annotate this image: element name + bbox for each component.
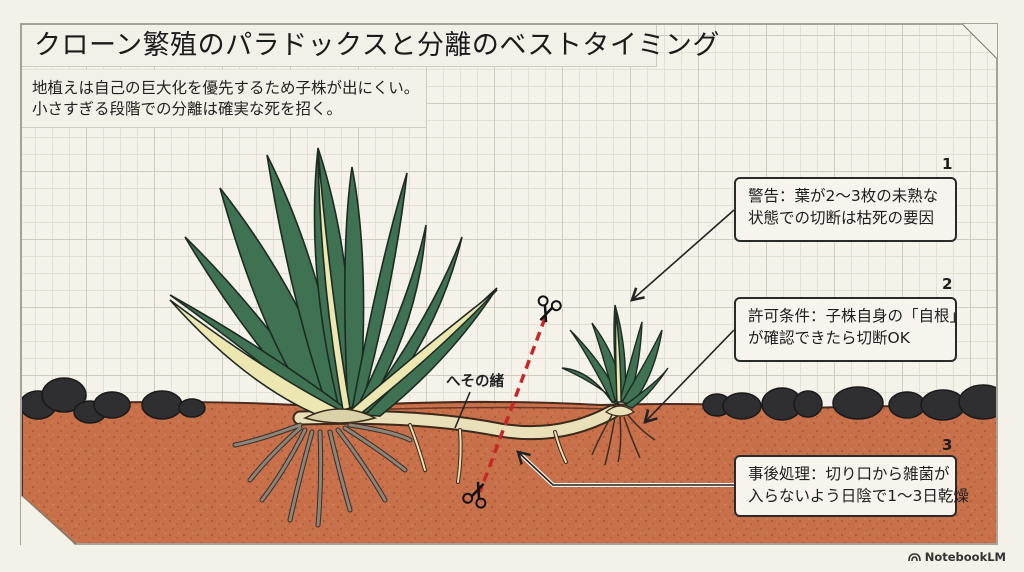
page-title: クローン繁殖のパラドックスと分離のベストタイミング: [34, 30, 720, 61]
corner-fold-bottom-left: [21, 494, 77, 545]
subtitle-line-1: 地植えは自己の巨大化を優先するため子株が出にくい。: [32, 79, 420, 97]
notebooklm-logo: NotebookLM: [907, 550, 1006, 564]
title-box: クローン繁殖のパラドックスと分離のベストタイミング: [22, 25, 720, 67]
callout-warning: 警告：葉が2～3枚の未熟な 状態での切断は枯死の要因: [734, 177, 957, 242]
callout-number-3: 3: [942, 436, 953, 454]
arrow-callout-1: [630, 209, 735, 302]
scissors-icon: [537, 295, 562, 323]
callout-number-2: 2: [942, 275, 953, 293]
callout-3-line-1: 事後処理：切り口から雑菌が: [748, 465, 950, 483]
subtitle-box: 地植えは自己の巨大化を優先するため子株が出にくい。 小さすぎる段階での分離は確実…: [22, 70, 427, 128]
rhizome-label-pointer: [454, 391, 471, 429]
notebooklm-icon: [907, 553, 921, 562]
logo-text: NotebookLM: [924, 550, 1006, 564]
rocks-left: [22, 377, 206, 424]
callout-aftercare: 事後処理：切り口から雑菌が 入らないよう日陰で1～3日乾燥: [734, 455, 969, 517]
rhizome-label: へその緒: [446, 374, 504, 390]
callout-3-line-2: 入らないよう日陰で1～3日乾燥: [748, 487, 969, 505]
parent-agave: [169, 147, 498, 422]
rocks-right: [702, 384, 996, 421]
callout-2-line-1: 許可条件：子株自身の「自根」: [748, 307, 966, 325]
callout-condition: 許可条件：子株自身の「自根」 が確認できたら切断OK: [734, 297, 966, 362]
callout-1-line-1: 警告：葉が2～3枚の未熟な: [748, 187, 939, 205]
callout-1-line-2: 状態での切断は枯死の要因: [748, 209, 935, 227]
callout-2-line-2: が確認できたら切断OK: [748, 329, 910, 347]
arrow-callout-3: [516, 450, 734, 486]
subtitle-line-2: 小さすぎる段階での分離は確実な死を招く。: [32, 100, 343, 118]
arrow-callout-2: [643, 329, 735, 424]
callout-number-1: 1: [942, 155, 953, 173]
cut-line: [478, 317, 547, 493]
scissors-icon: [462, 481, 487, 509]
offset-agave: [561, 304, 669, 409]
offset-roots: [591, 414, 656, 466]
